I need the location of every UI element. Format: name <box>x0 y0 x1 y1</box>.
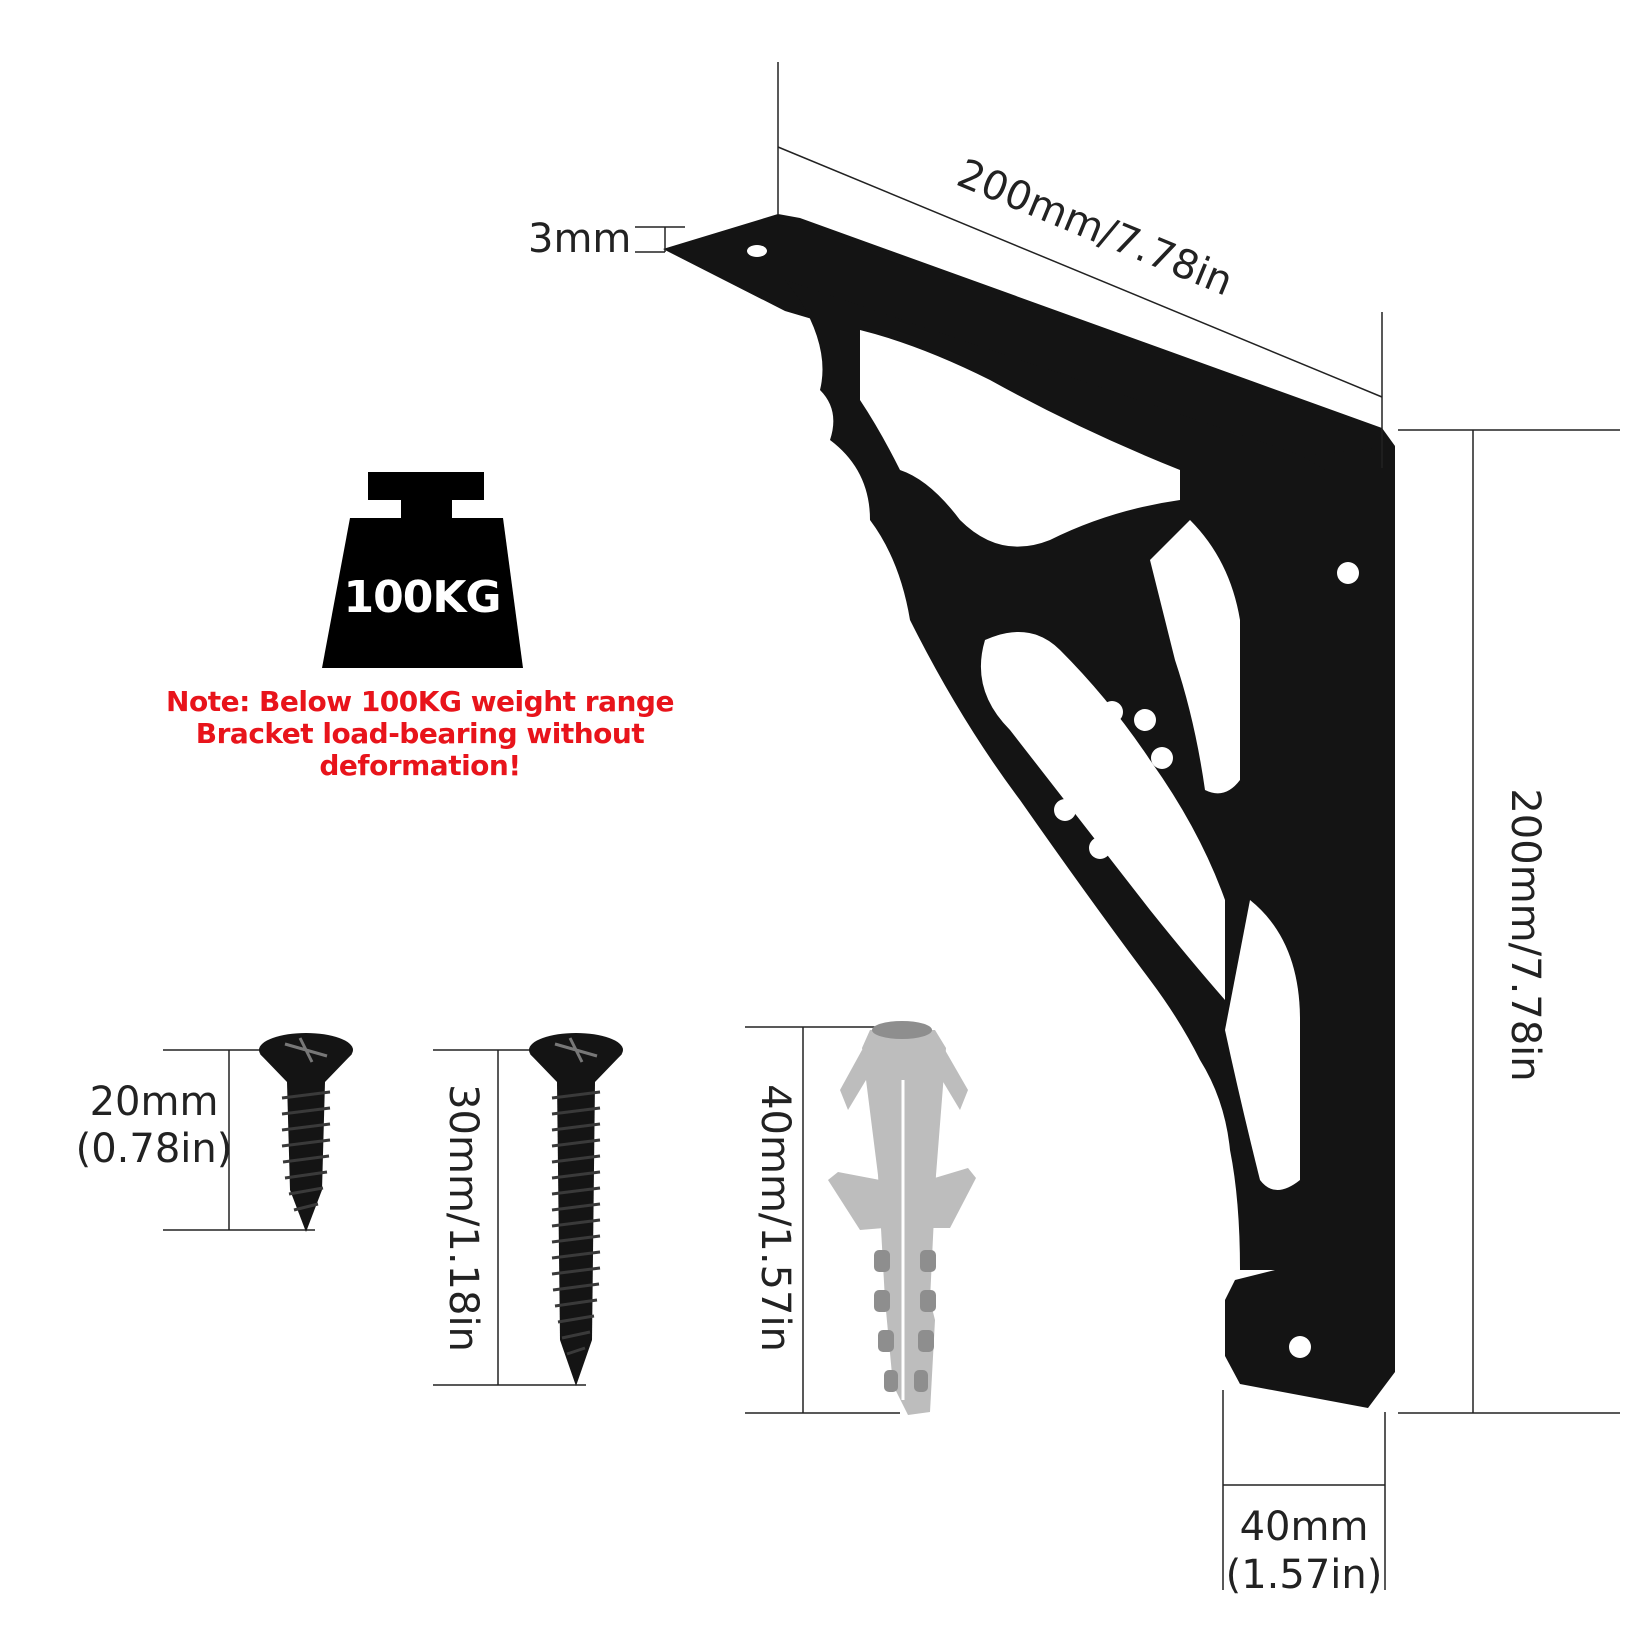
note-line-2: Bracket load-bearing without <box>195 717 645 750</box>
mounting-hole-middle <box>1246 1075 1266 1095</box>
screw-short-label-in: (0.78in) <box>76 1126 233 1172</box>
bracket-top-arm <box>663 214 1395 470</box>
shelf-bracket <box>663 214 1395 1408</box>
wall-anchor <box>828 1021 976 1415</box>
weight-label: 100KG <box>343 572 500 623</box>
note-line-1: Note: Below 100KG weight range <box>166 685 674 718</box>
note-line-3: deformation! <box>319 749 521 782</box>
mounting-hole-top <box>747 245 767 257</box>
dimension-lines <box>163 62 1620 1590</box>
weight-icon: 100KG <box>322 472 523 668</box>
bracket-cutout-middle <box>1150 520 1240 794</box>
grape-cluster <box>1053 695 1173 863</box>
screw-long-label: 30mm/1.18in <box>440 1084 486 1352</box>
screw-long <box>529 1033 623 1386</box>
top-length-label: 200mm/7.78in <box>951 151 1240 306</box>
width-label-mm: 40mm <box>1240 1504 1369 1550</box>
mounting-hole-upper <box>1337 562 1359 584</box>
thickness-label: 3mm <box>528 216 631 262</box>
width-label-in: (1.57in) <box>1226 1552 1383 1598</box>
anchor-label: 40mm/1.57in <box>752 1084 798 1352</box>
bracket-cutout-top <box>860 330 1180 547</box>
bracket-cutout-bottom <box>1225 900 1300 1190</box>
screw-short <box>259 1033 353 1232</box>
screw-short-label-mm: 20mm <box>90 1079 219 1125</box>
mounting-hole-lower <box>1289 1336 1311 1358</box>
bracket-wall-arm <box>1225 446 1395 1408</box>
height-label: 200mm/7.78in <box>1502 788 1548 1081</box>
vine-curl <box>1032 452 1092 520</box>
